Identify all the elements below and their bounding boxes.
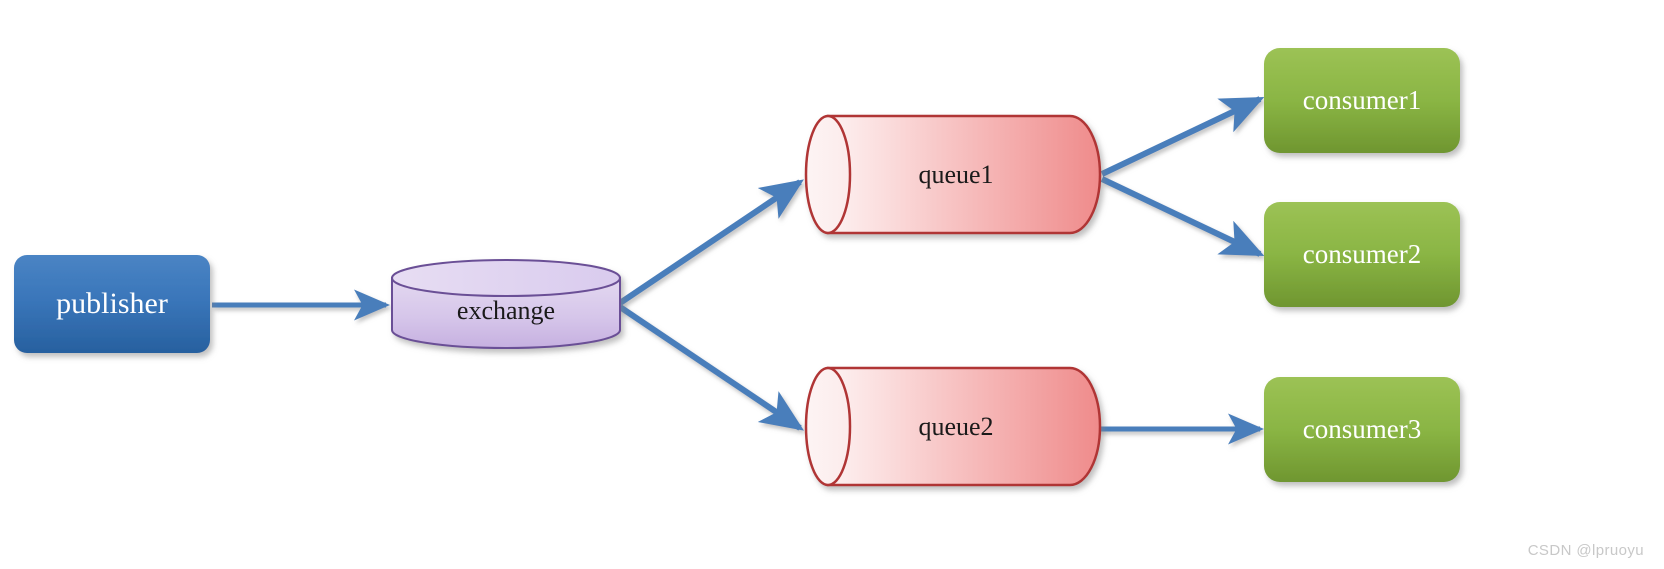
- edge-queue1-to-consumer1: [1100, 96, 1265, 177]
- node-queue1[interactable]: [804, 114, 1102, 235]
- node-consumer2[interactable]: [1264, 202, 1460, 307]
- watermark-text: CSDN @lpruoyu: [1527, 542, 1644, 559]
- edge-exchange-to-queue1: [618, 179, 804, 306]
- node-consumer1[interactable]: [1264, 48, 1460, 153]
- edges-group: [212, 96, 1265, 445]
- node-queue2[interactable]: [804, 366, 1102, 487]
- edge-queue1-to-consumer2: [1100, 176, 1265, 257]
- edge-exchange-to-queue2: [618, 304, 804, 431]
- node-consumer3[interactable]: [1264, 377, 1460, 482]
- node-publisher[interactable]: [14, 255, 210, 353]
- node-exchange[interactable]: [391, 259, 621, 349]
